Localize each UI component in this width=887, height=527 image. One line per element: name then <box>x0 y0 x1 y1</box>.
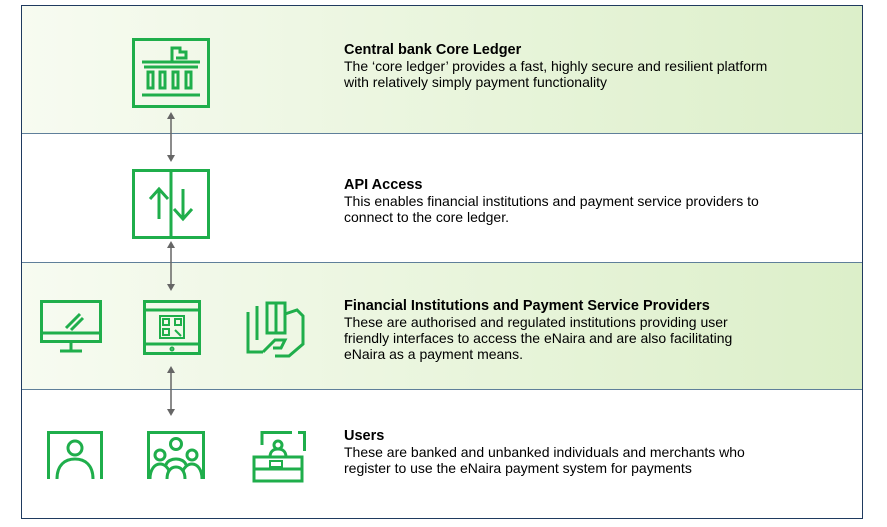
layer-financial-institutions-text: Financial Institutions and Payment Servi… <box>344 298 844 362</box>
layer-description-line: friendly interfaces to access the eNaira… <box>344 330 733 346</box>
layer-description-line: register to use the eNaira payment syste… <box>344 460 692 476</box>
layer-title: Users <box>344 428 385 444</box>
desktop-monitor-icon <box>40 300 102 356</box>
diagram-frame: Central bank Core Ledger The ‘core ledge… <box>21 5 863 519</box>
layer-users-text: Users These are banked and unbanked indi… <box>344 428 844 476</box>
central-bank-building-icon <box>132 38 210 108</box>
connector-arrow-ledger-api <box>166 112 176 162</box>
layer-title: Financial Institutions and Payment Servi… <box>344 298 710 314</box>
layer-core-ledger-text: Central bank Core Ledger The ‘core ledge… <box>344 42 844 90</box>
layer-description-line: eNaira as a payment means. <box>344 346 523 362</box>
layer-description-line: These are authorised and regulated insti… <box>344 314 728 330</box>
layer-description-line: This enables financial institutions and … <box>344 193 759 209</box>
connector-arrow-institutions-users <box>166 366 176 416</box>
layer-financial-institutions: Financial Institutions and Payment Servi… <box>22 263 862 390</box>
mobile-qr-code-icon <box>143 300 201 356</box>
single-user-icon <box>47 431 103 481</box>
layer-title: API Access <box>344 177 423 193</box>
connector-arrow-api-institutions <box>166 241 176 291</box>
layer-api-access: API Access This enables financial instit… <box>22 134 862 263</box>
layer-description-line: These are banked and unbanked individual… <box>344 444 745 460</box>
api-up-down-arrows-icon <box>132 169 210 239</box>
layer-users: Users These are banked and unbanked indi… <box>22 390 862 518</box>
layer-description-line: with relatively simply payment functiona… <box>344 74 607 90</box>
layer-core-ledger: Central bank Core Ledger The ‘core ledge… <box>22 6 862 134</box>
layer-title: Central bank Core Ledger <box>344 42 522 58</box>
layer-description-line: connect to the core ledger. <box>344 209 509 225</box>
merchant-shop-icon <box>250 431 306 483</box>
user-group-icon <box>147 431 205 481</box>
layer-api-access-text: API Access This enables financial instit… <box>344 177 844 225</box>
layer-description-line: The ‘core ledger’ provides a fast, highl… <box>344 58 768 74</box>
card-in-hand-icon <box>245 300 307 358</box>
